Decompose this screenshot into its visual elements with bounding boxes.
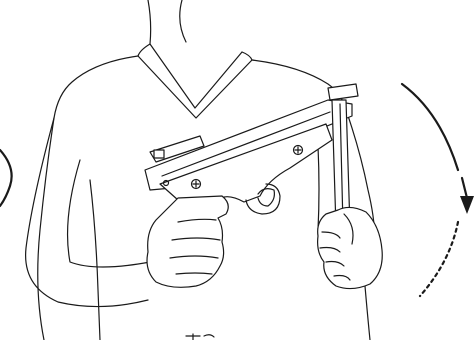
left-arm [26,118,150,307]
arrow-dotted-arc [420,222,458,296]
left-hand [147,196,228,287]
right-hand [318,207,383,288]
air-pistol [145,84,358,214]
arrow-solid-arc [402,84,458,170]
breech-hinge [328,84,358,100]
collar [138,0,252,118]
caption-fragment [186,334,214,340]
sight-post [154,150,164,158]
arrow-solid-tail [462,178,467,198]
arrow-head [460,196,474,214]
trigger [258,189,274,206]
rotation-arrow [402,84,474,296]
adjacent-figure-edge [0,150,12,206]
